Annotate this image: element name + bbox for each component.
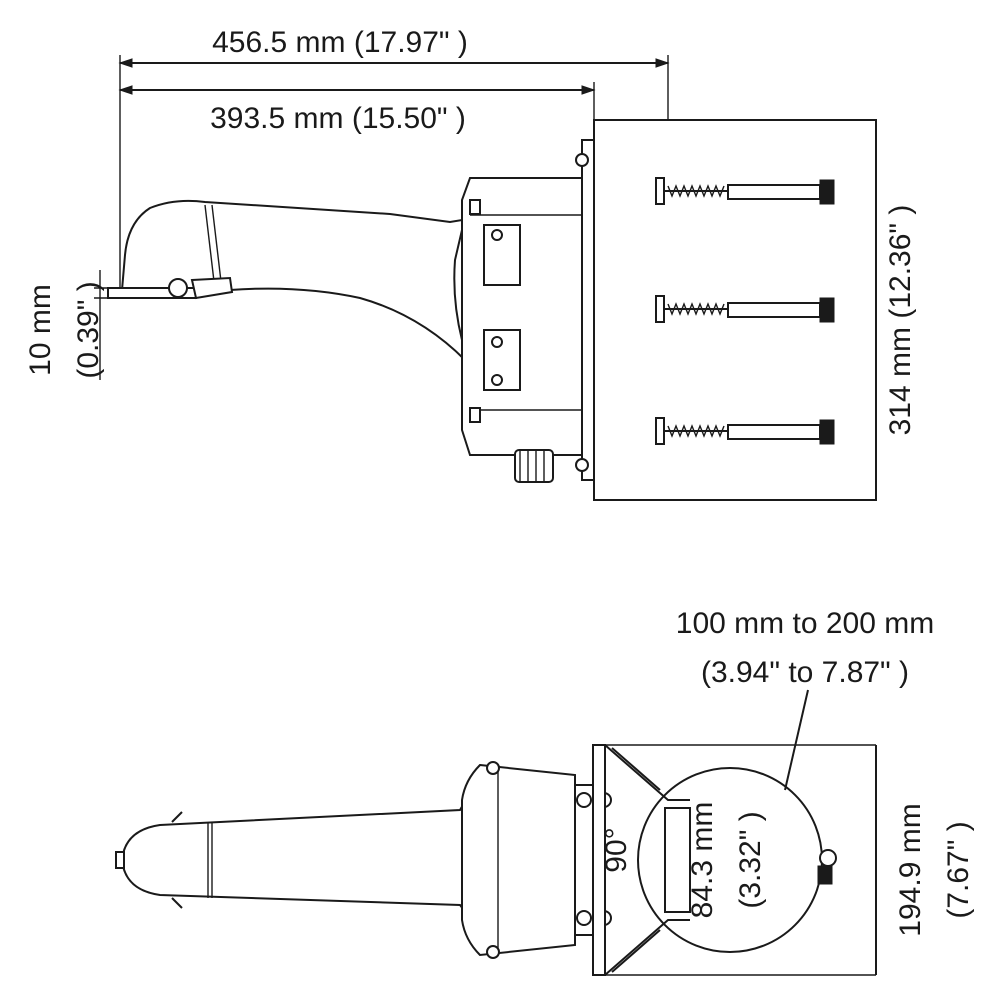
mounting-bolts xyxy=(655,177,835,445)
jaw-depth-in-label: (3.32" ) xyxy=(734,811,767,908)
plate-width-mm-label: 194.9 mm xyxy=(894,803,927,936)
mounting-plate-top xyxy=(592,744,876,976)
jaw-depth-dimension: 84.3 mm (3.32" ) xyxy=(686,802,767,919)
plate-height-label: 314 mm (12.36" ) xyxy=(884,205,917,436)
jaw-angle-label: 90° xyxy=(600,827,633,872)
nozzle-height-in-label: (0.39" ) xyxy=(72,281,105,378)
plate-width-dimension: 194.9 mm (7.67" ) xyxy=(875,745,975,975)
nozzle-height-dimension: 10 mm (0.39" ) xyxy=(24,270,122,380)
top-view: 100 mm to 200 mm (3.94" to 7.87" ) 90° 8… xyxy=(115,607,975,976)
pole-range-callout: 100 mm to 200 mm (3.94" to 7.87" ) xyxy=(676,607,934,791)
junction-box xyxy=(461,177,583,483)
pole-range-mm-label: 100 mm to 200 mm xyxy=(676,607,934,640)
bolt-top xyxy=(655,177,835,205)
overall-length-dimension: 456.5 mm (17.97" ) xyxy=(118,26,670,500)
side-view: 456.5 mm (17.97" ) 393.5 mm (15.50" ) xyxy=(24,26,917,501)
pole-circle xyxy=(637,767,837,953)
plate-height-dimension: 314 mm (12.36" ) xyxy=(875,120,917,500)
junction-box-top xyxy=(461,761,612,959)
bolt-middle xyxy=(655,295,835,323)
arm-body xyxy=(107,199,467,363)
bolt-bottom xyxy=(655,417,835,445)
pole-range-in-label: (3.94" to 7.87" ) xyxy=(701,656,909,689)
nozzle-height-mm-label: 10 mm xyxy=(24,284,57,376)
jaw-depth-mm-label: 84.3 mm xyxy=(686,802,719,919)
arm-length-label: 393.5 mm (15.50" ) xyxy=(210,102,466,135)
arm-top xyxy=(115,774,481,936)
overall-length-label: 456.5 mm (17.97" ) xyxy=(212,26,468,59)
plate-width-in-label: (7.67" ) xyxy=(942,821,975,918)
arm-length-dimension: 393.5 mm (15.50" ) xyxy=(118,82,596,135)
